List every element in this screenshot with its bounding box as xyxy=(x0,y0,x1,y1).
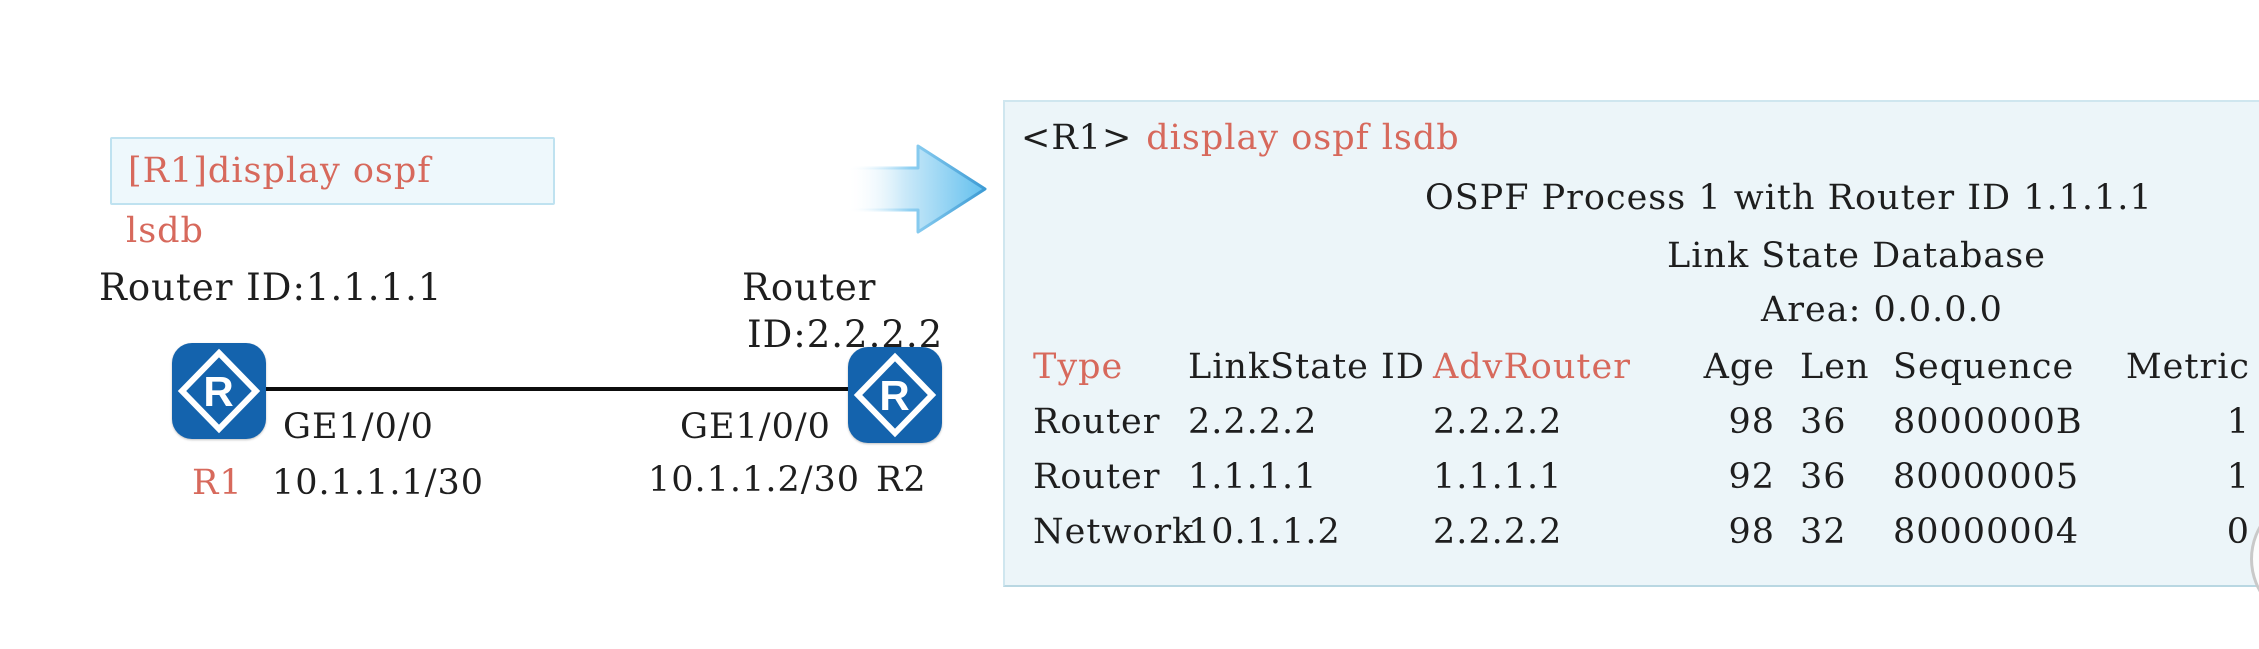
r2-name-label: R2 xyxy=(876,460,927,500)
command-callout-box: [R1]display ospf xyxy=(110,137,555,205)
cell-advrouter: 1.1.1.1 xyxy=(1433,457,1563,497)
cell-linkstateid: 1.1.1.1 xyxy=(1188,457,1318,497)
cell-metric: 1 xyxy=(2226,457,2250,497)
cell-age: 92 xyxy=(1728,457,1775,497)
table-row: Router 1.1.1.1 1.1.1.1 92 36 80000005 1 xyxy=(1005,450,2259,505)
link-line xyxy=(266,387,850,391)
cell-type: Router xyxy=(1033,402,1161,442)
cell-sequence: 8000000B xyxy=(1893,402,2083,442)
ospf-process-line: OSPF Process 1 with Router ID 1.1.1.1 xyxy=(1425,178,2153,218)
cell-linkstateid: 2.2.2.2 xyxy=(1188,402,1318,442)
col-header-advrouter: AdvRouter xyxy=(1433,347,1631,387)
cell-sequence: 80000005 xyxy=(1893,457,2080,497)
cell-advrouter: 2.2.2.2 xyxy=(1433,512,1563,552)
cell-age: 98 xyxy=(1728,512,1775,552)
command-callout-line1: [R1]display ospf xyxy=(128,151,432,191)
cell-type: Network xyxy=(1033,512,1195,552)
terminal-output-panel: <R1> display ospf lsdb OSPF Process 1 wit… xyxy=(1003,100,2259,587)
router-diamond-icon: R xyxy=(853,352,937,438)
table-row: Router 2.2.2.2 2.2.2.2 98 36 8000000B 1 xyxy=(1005,395,2259,450)
command-callout-line2: lsdb xyxy=(126,211,204,251)
cell-linkstateid: 10.1.1.2 xyxy=(1188,512,1341,552)
router-icon-r2: R xyxy=(848,347,942,443)
cell-sequence: 80000004 xyxy=(1893,512,2080,552)
cell-len: 32 xyxy=(1800,512,1847,552)
r2-router-id-label-line1: Router xyxy=(742,266,877,309)
link-state-database-line: Link State Database xyxy=(1667,236,2046,276)
router-icon-r1: R xyxy=(172,343,266,439)
col-header-sequence: Sequence xyxy=(1893,347,2075,387)
r1-router-id-label: Router ID:1.1.1.1 xyxy=(99,266,443,309)
router-glyph: R xyxy=(203,368,234,415)
col-header-type: Type xyxy=(1033,347,1124,387)
cell-advrouter: 2.2.2.2 xyxy=(1433,402,1563,442)
cell-age: 98 xyxy=(1728,402,1775,442)
col-header-linkstateid: LinkState ID xyxy=(1188,347,1425,387)
terminal-prompt: <R1> xyxy=(1021,118,1133,158)
flow-arrow-icon xyxy=(846,144,987,234)
col-header-age: Age xyxy=(1703,347,1775,387)
cell-metric: 0 xyxy=(2226,512,2250,552)
r2-ip-label: 10.1.1.2/30 xyxy=(648,460,861,500)
terminal-command-line: <R1> display ospf lsdb xyxy=(1021,118,1460,158)
r1-name-label: R1 xyxy=(192,463,243,503)
lsdb-table: Type LinkState ID AdvRouter Age Len Sequ… xyxy=(1005,340,2259,560)
router-glyph: R xyxy=(879,372,910,419)
router-diamond-icon: R xyxy=(177,348,261,434)
col-header-len: Len xyxy=(1800,347,1870,387)
r1-interface-label: GE1/0/0 xyxy=(283,407,434,447)
area-line: Area: 0.0.0.0 xyxy=(1761,290,2003,330)
lsdb-table-header-row: Type LinkState ID AdvRouter Age Len Sequ… xyxy=(1005,340,2259,395)
terminal-command: display ospf lsdb xyxy=(1146,118,1460,158)
cell-metric: 1 xyxy=(2226,402,2250,442)
cell-len: 36 xyxy=(1800,457,1847,497)
r2-ip-row: 10.1.1.2/30 R2 xyxy=(648,460,927,500)
r1-ip-label: 10.1.1.1/30 xyxy=(272,463,485,503)
cell-len: 36 xyxy=(1800,402,1847,442)
r2-interface-label: GE1/0/0 xyxy=(680,407,831,447)
table-row: Network 10.1.1.2 2.2.2.2 98 32 80000004 … xyxy=(1005,505,2259,560)
col-header-metric: Metric xyxy=(2125,347,2250,387)
cell-type: Router xyxy=(1033,457,1161,497)
